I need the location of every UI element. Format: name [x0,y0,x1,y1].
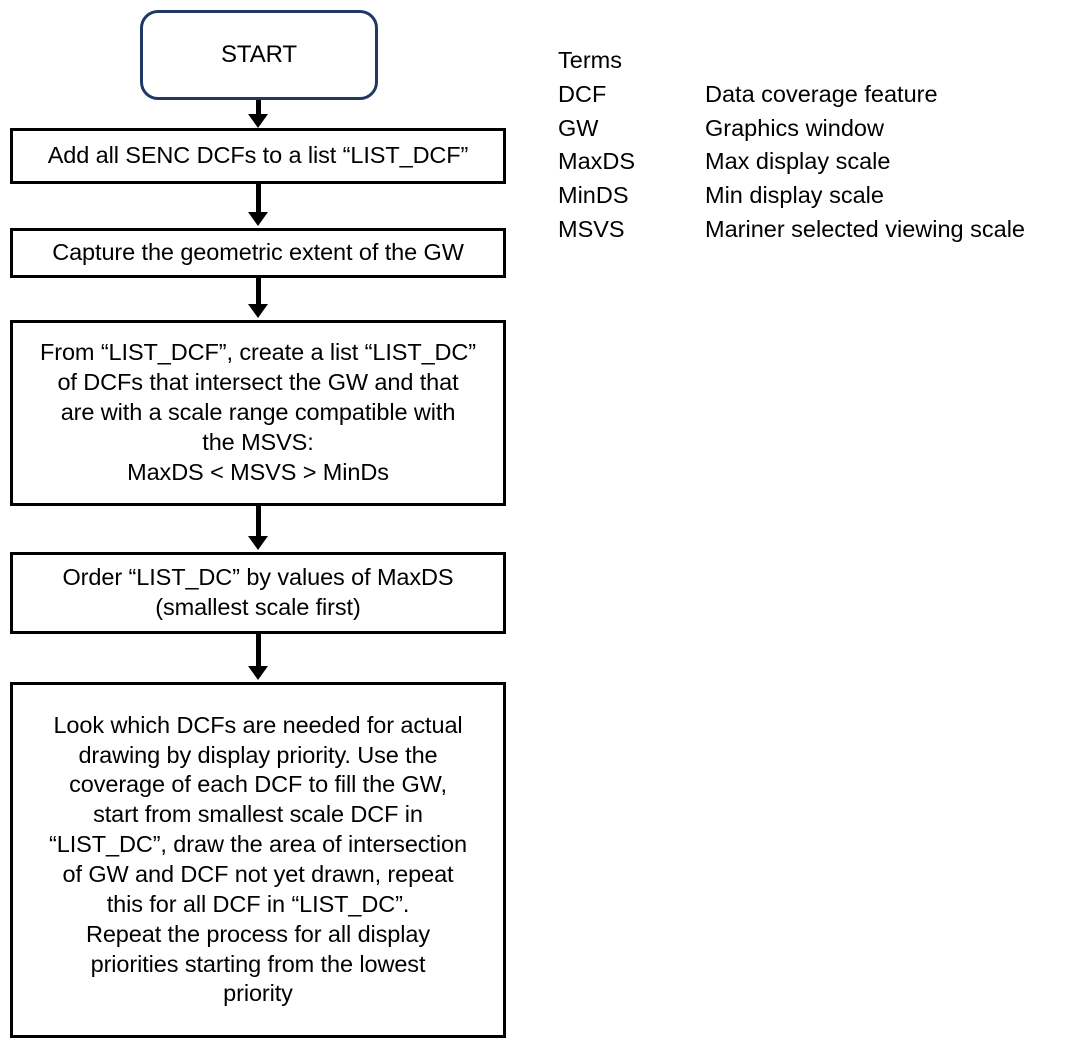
flow-node-p2-label: Capture the geometric extent of the GW [52,239,464,266]
term-definition: Max display scale [705,148,891,175]
flow-node-p5-label: Look which DCFs are needed for actual dr… [49,711,467,1007]
terms-legend: Terms DCF Data coverage feature GW Graph… [558,44,1025,247]
flow-node-p4: Order “LIST_DC” by values of MaxDS (smal… [10,552,506,634]
flow-node-start: START [140,10,378,100]
terms-legend-row: MinDS Min display scale [558,179,1025,213]
term-definition: Data coverage feature [705,80,938,107]
connector-line-p3-to-p4 [256,506,261,538]
terms-legend-row: MaxDS Max display scale [558,145,1025,179]
flow-node-p3: From “LIST_DCF”, create a list “LIST_DC”… [10,320,506,506]
flow-node-p4-label: Order “LIST_DC” by values of MaxDS (smal… [62,564,454,620]
arrow-down-icon [248,212,268,226]
terms-legend-row: MSVS Mariner selected viewing scale [558,213,1025,247]
terms-legend-row: DCF Data coverage feature [558,78,1025,112]
terms-legend-title: Terms [558,47,622,73]
term-abbreviation: DCF [558,80,607,107]
arrow-down-icon [248,536,268,550]
term-definition: Mariner selected viewing scale [705,215,1026,242]
flow-node-p2: Capture the geometric extent of the GW [10,228,506,278]
term-definition: Min display scale [705,182,884,209]
term-definition: Graphics window [705,114,884,141]
term-abbreviation: MaxDS [558,148,636,175]
flow-node-p3-label: From “LIST_DCF”, create a list “LIST_DC”… [39,339,477,485]
arrow-down-icon [248,666,268,680]
connector-line-p1-to-p2 [256,184,261,214]
connector-line-p4-to-p5 [256,634,261,668]
flow-node-p5: Look which DCFs are needed for actual dr… [10,682,506,1038]
term-abbreviation: GW [558,114,599,141]
term-abbreviation: MSVS [558,215,625,242]
terms-legend-row: GW Graphics window [558,112,1025,146]
term-abbreviation: MinDS [558,182,629,209]
arrow-down-icon [248,304,268,318]
flowchart: START Add all SENC DCFs to a list “LIST_… [0,0,520,1055]
flow-node-p1-label: Add all SENC DCFs to a list “LIST_DCF” [47,142,469,169]
connector-line-p2-to-p3 [256,278,261,306]
flow-node-p1: Add all SENC DCFs to a list “LIST_DCF” [10,128,506,184]
arrow-down-icon [248,114,268,128]
connector-line-start-to-p1 [256,100,261,118]
flow-node-start-label: START [221,40,297,68]
